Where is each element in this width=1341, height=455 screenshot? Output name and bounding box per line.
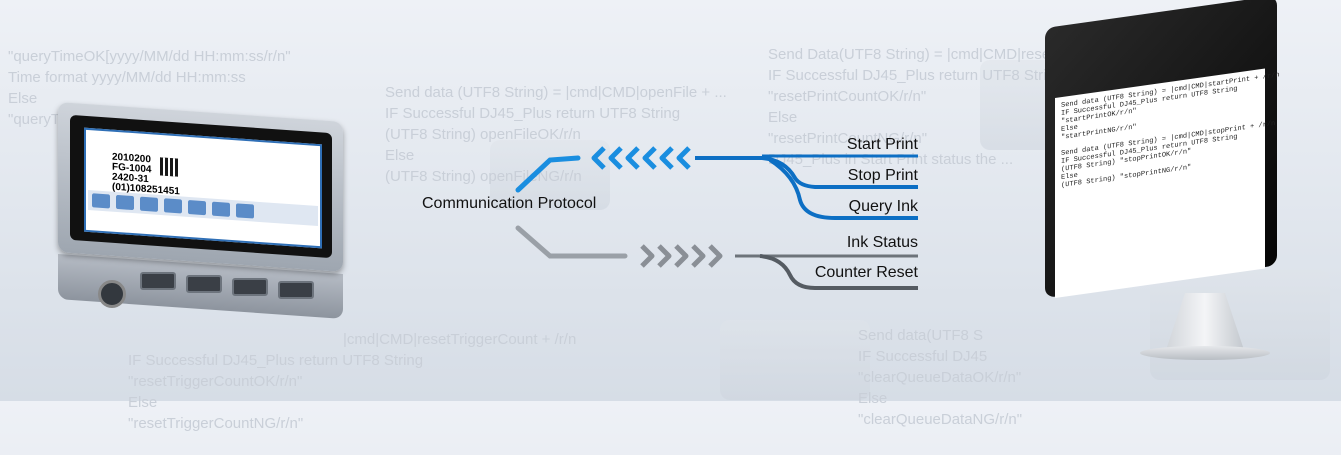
monitor-base [1140,346,1270,360]
communication-protocol-label: Communication Protocol [422,195,597,212]
computer-monitor: Send data (UTF8 String) = |cmd|CMD|start… [1045,0,1279,360]
stop-print-label: Stop Print [847,167,918,184]
gray-branch-counter [759,254,918,290]
counter-reset-label: Counter Reset [814,264,918,281]
start-print-label: Start Print [846,136,918,153]
power-connector-icon [98,280,126,308]
serial-port-icon [140,272,176,290]
gray-arrows [640,244,723,268]
blue-branch-stop [761,156,918,189]
keyboard-key-bg [490,140,610,210]
serial-port-icon [232,278,268,296]
gray-connector-line [515,225,628,259]
serial-port-icon [278,281,314,299]
printer-controller-device: 2010200 FG-1004 2420-31 (01)108251451 55… [48,102,343,319]
serial-port-icon [186,275,222,293]
bg-code-center: Send data (UTF8 String) = |cmd|CMD|openF… [385,84,727,185]
blue-connector-line [515,155,581,193]
query-ink-label: Query Ink [848,198,918,215]
monitor-stand [1165,293,1245,353]
keyboard-key-bg [720,320,870,400]
ink-status-label: Ink Status [846,234,918,251]
blue-branch-query [768,158,918,220]
blue-arrows [591,146,691,170]
protocol-diagram [515,146,918,290]
